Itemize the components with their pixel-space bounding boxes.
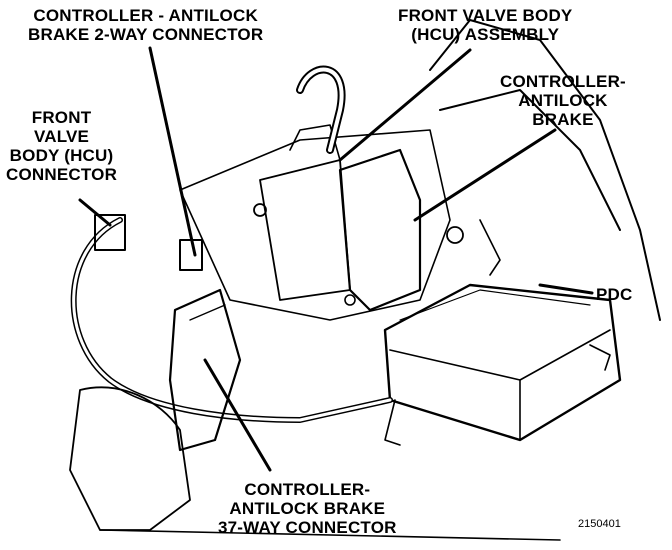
label-line: ANTILOCK BRAKE (229, 499, 386, 518)
label-controller-2way-connector: CONTROLLER - ANTILOCK BRAKE 2-WAY CONNEC… (28, 6, 263, 44)
leader-hcu-connector (78, 198, 112, 227)
label-line: BRAKE (532, 110, 594, 129)
leader-valve-assembly (338, 48, 472, 162)
label-line: FRONT (31, 108, 92, 127)
pdc-box (383, 283, 622, 442)
label-line: CONTROLLER - ANTILOCK (33, 6, 258, 25)
leader-2way (148, 46, 197, 257)
firewall-plate (179, 129, 451, 321)
label-line: (HCU) ASSEMBLY (411, 25, 560, 44)
fender-outline (429, 19, 661, 321)
label-front-valve-body-connector: FRONT VALVE BODY (HCU) CONNECTOR (6, 108, 117, 184)
leader-pdc (538, 283, 594, 295)
label-line: FRONT VALVE BODY (398, 6, 573, 25)
label-controller-37way-connector: CONTROLLER- ANTILOCK BRAKE 37-WAY CONNEC… (218, 480, 397, 537)
label-line: VALVE (33, 127, 90, 146)
label-front-valve-body-assembly: FRONT VALVE BODY (HCU) ASSEMBLY (398, 6, 572, 44)
hcu-block (338, 148, 422, 312)
label-pdc: PDC (596, 285, 633, 304)
label-line: BRAKE 2-WAY CONNECTOR (28, 25, 264, 44)
lower-duct (69, 386, 191, 531)
label-line: ANTILOCK (518, 91, 608, 110)
label-line: 37-WAY CONNECTOR (218, 518, 397, 537)
leader-controller (413, 128, 557, 222)
figure-number: 2150401 (578, 518, 621, 530)
hcu-connector (94, 214, 126, 251)
leader-37way (203, 358, 272, 472)
label-line: CONNECTOR (6, 165, 118, 184)
fender-inner (439, 89, 621, 231)
label-line: BODY (HCU) (9, 146, 114, 165)
label-line: PDC (596, 285, 633, 304)
label-line: CONTROLLER- (244, 480, 371, 499)
connector-37way (168, 288, 242, 452)
label-controller-antilock-brake: CONTROLLER- ANTILOCK BRAKE (500, 72, 626, 129)
connector-2way (179, 239, 203, 271)
label-line: CONTROLLER- (500, 72, 626, 91)
